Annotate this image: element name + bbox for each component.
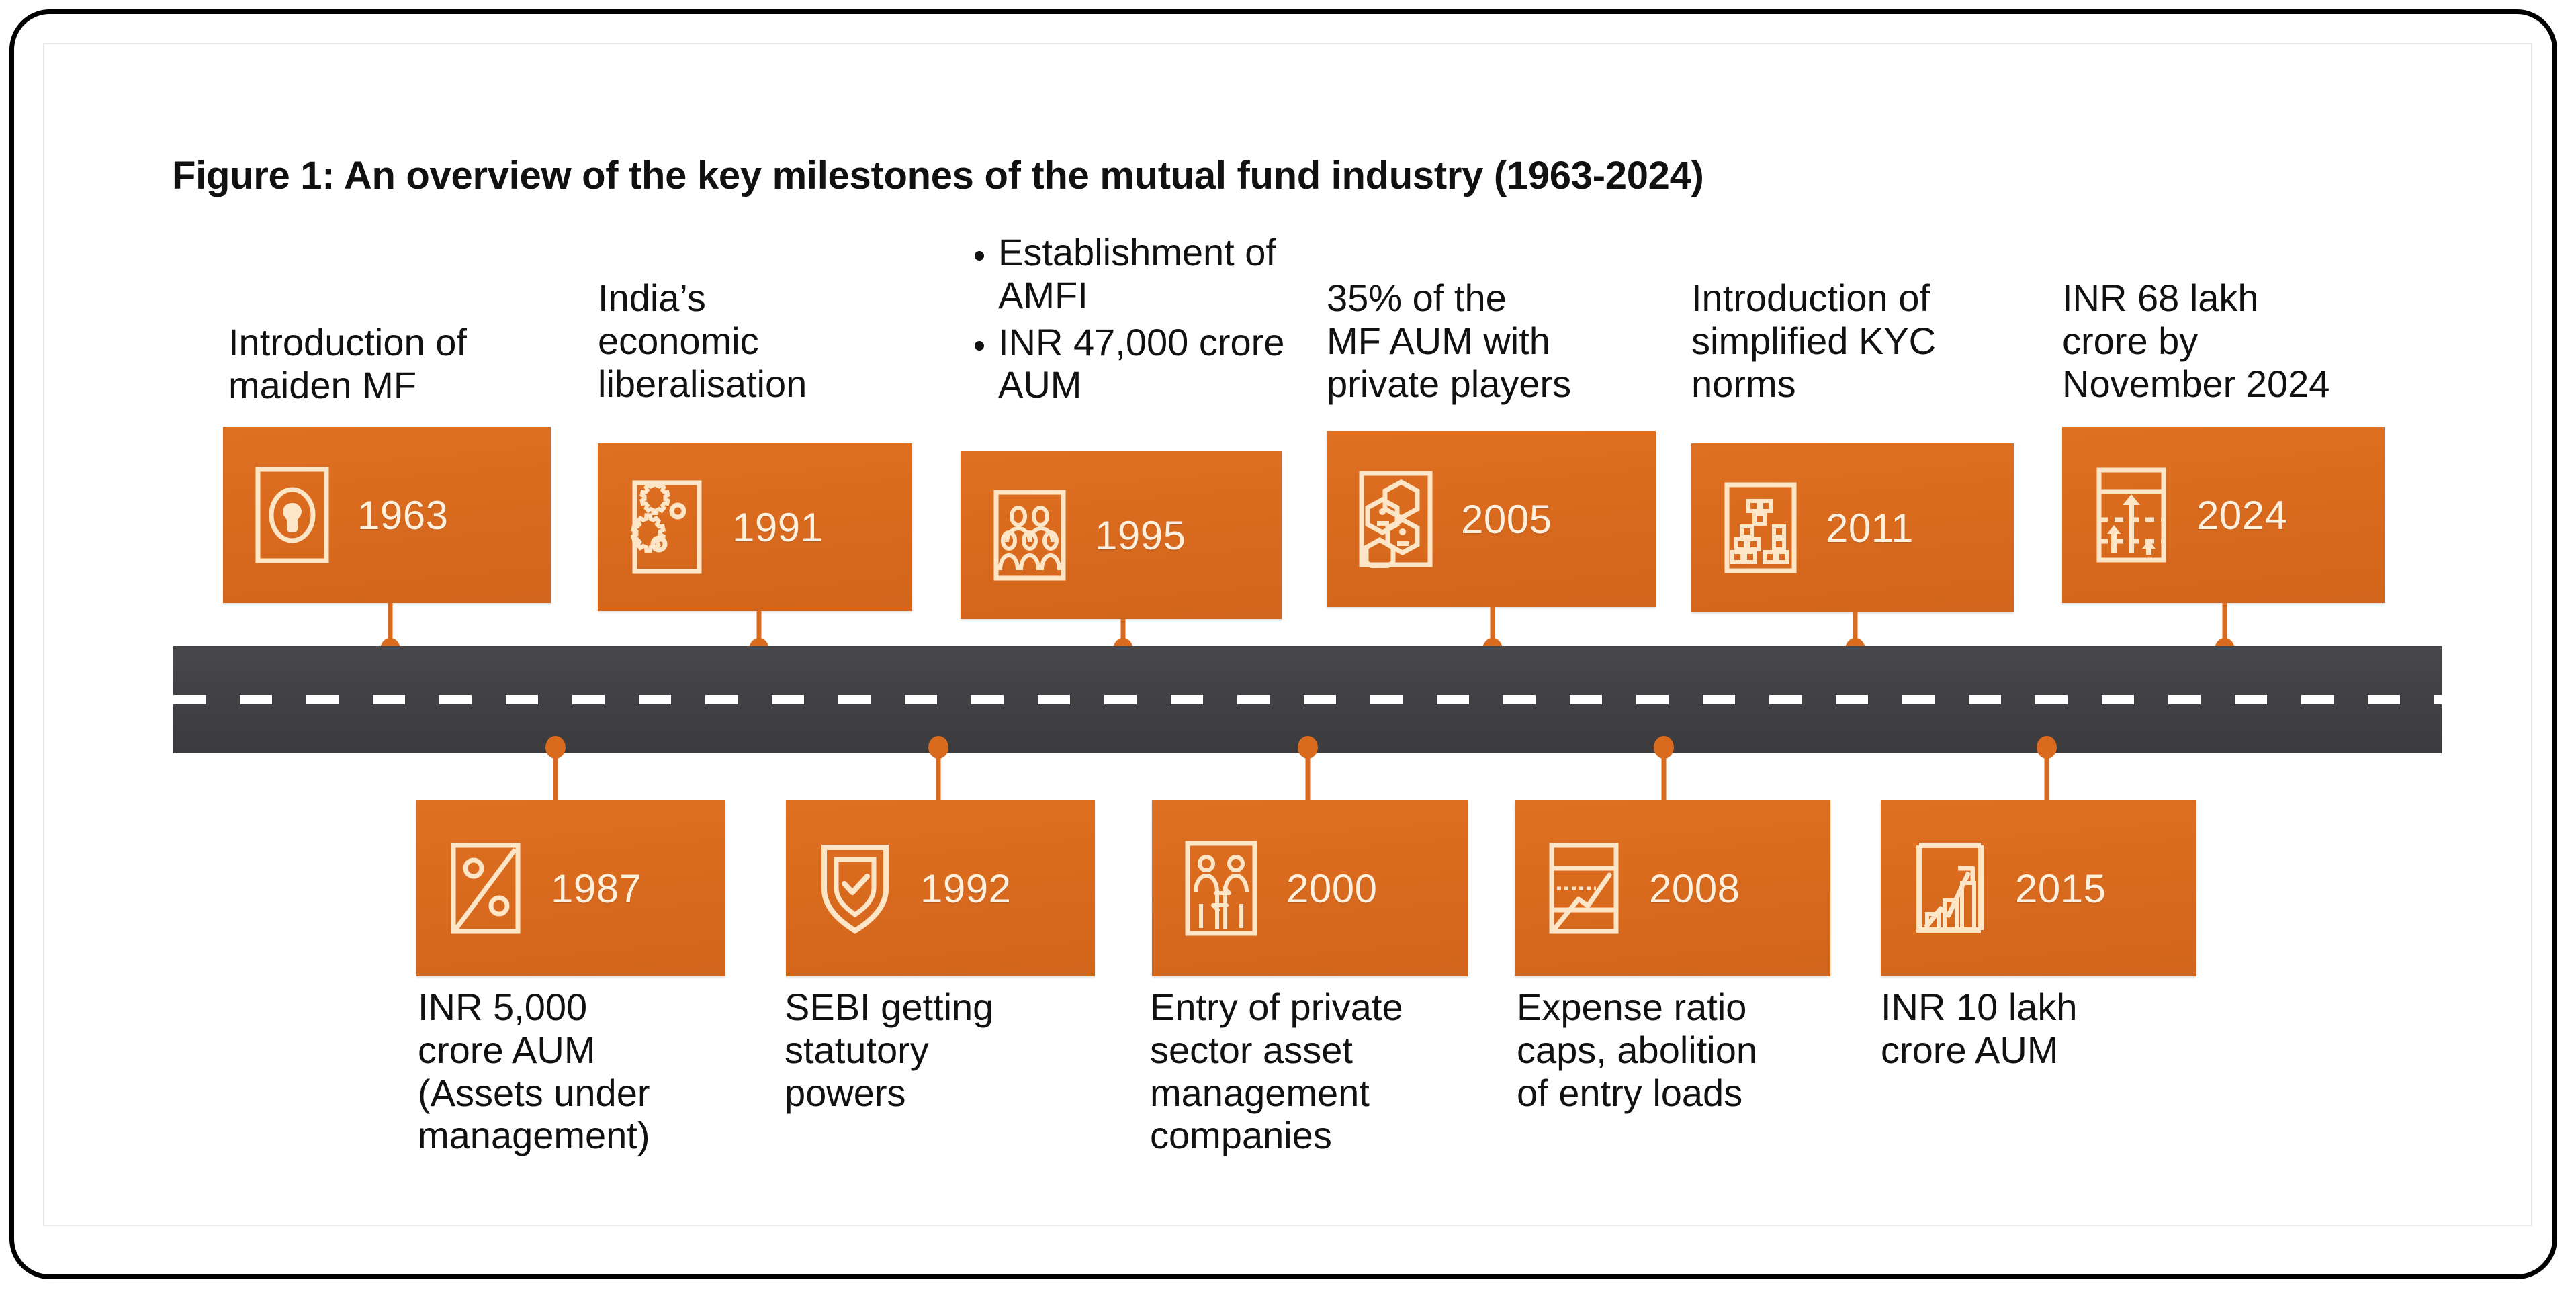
milestone-card-2024[interactable]: 2024: [2062, 427, 2385, 603]
milestone-card-1963[interactable]: 1963: [223, 427, 551, 603]
milestone-label-2005: 35% of the MF AUM with private players: [1327, 277, 1662, 405]
milestone-card-1992[interactable]: 1992: [786, 800, 1095, 976]
gears-icon: [627, 477, 707, 577]
milestone-label-2011: Introduction of simplified KYC norms: [1691, 277, 2027, 405]
milestone-label-2024: INR 68 lakh crore by November 2024: [2062, 277, 2425, 405]
qr-blocks-icon: [1721, 477, 1800, 578]
milestone-label-2015: INR 10 lakh crore AUM: [1881, 986, 2230, 1072]
connector-pin-1992: [927, 736, 950, 804]
milestone-year: 1991: [732, 504, 824, 550]
label-line: management): [418, 1114, 650, 1157]
milestone-year: 2005: [1461, 496, 1552, 542]
label-line: sector asset: [1150, 1028, 1353, 1071]
label-line: crore by: [2062, 319, 2199, 362]
label-line: private players: [1327, 362, 1572, 405]
milestone-label-1995: Establishment of AMFI INR 47,000 crore A…: [961, 231, 1323, 410]
label-line: SEBI getting: [785, 986, 994, 1028]
milestone-card-1991[interactable]: 1991: [598, 443, 912, 611]
milestone-label-1987: INR 5,000 crore AUM (Assets under manage…: [418, 986, 754, 1157]
label-line: November 2024: [2062, 362, 2330, 405]
percent-icon: [446, 838, 525, 939]
label-line: Introduction of: [1691, 277, 1930, 319]
label-line: caps, abolition: [1517, 1028, 1758, 1071]
label-line: India’s: [598, 277, 706, 319]
label-line: (Assets under: [418, 1071, 650, 1114]
label-line: liberalisation: [598, 362, 807, 405]
label-line: powers: [785, 1071, 906, 1114]
milestone-label-2000: Entry of private sector asset management…: [1150, 986, 1499, 1157]
figure-frame: [9, 9, 2557, 1279]
milestone-card-1995[interactable]: 1995: [961, 451, 1282, 619]
label-line: statutory: [785, 1028, 929, 1071]
label-line: 35% of the: [1327, 277, 1507, 319]
milestone-card-1987[interactable]: 1987: [416, 800, 725, 976]
label-line: INR 68 lakh: [2062, 277, 2259, 319]
milestone-card-2000[interactable]: 2000: [1152, 800, 1468, 976]
label-line: INR 5,000: [418, 986, 588, 1028]
milestone-year: 1992: [920, 866, 1012, 911]
label-bullet: Establishment of AMFI: [998, 231, 1323, 317]
label-line: Introduction of: [228, 321, 467, 363]
milestone-label-1963: Introduction of maiden MF: [228, 321, 544, 407]
milestone-year: 1987: [551, 866, 642, 911]
milestone-label-2008: Expense ratio caps, abolition of entry l…: [1517, 986, 1866, 1114]
milestone-year: 2011: [1826, 505, 1914, 551]
milestone-year: 2024: [2196, 492, 2288, 538]
timeline-road: [173, 646, 2442, 753]
connector-pin-2000: [1296, 736, 1319, 804]
connector-pin-2008: [1652, 736, 1675, 804]
shield-check-icon: [815, 838, 895, 939]
label-line: Entry of private: [1150, 986, 1403, 1028]
label-line: management: [1150, 1071, 1370, 1114]
milestone-label-1991: India’s economic liberalisation: [598, 277, 920, 405]
milestone-label-1992: SEBI getting statutory powers: [785, 986, 1120, 1114]
line-chart-icon: [1544, 838, 1624, 939]
honeycomb-icon: [1356, 469, 1435, 569]
bar-chart-growth-icon: [1910, 838, 1990, 939]
label-line: crore AUM: [418, 1028, 596, 1071]
label-line: norms: [1691, 362, 1796, 405]
growth-arrows-chart-icon: [2092, 465, 2171, 565]
people-group-icon: [990, 485, 1069, 586]
label-bullet: INR 47,000 crore AUM: [998, 321, 1323, 407]
milestone-card-2008[interactable]: 2008: [1515, 800, 1830, 976]
road-center-dashes: [173, 695, 2442, 704]
label-line: maiden MF: [228, 363, 417, 406]
milestone-card-2005[interactable]: 2005: [1327, 431, 1656, 607]
milestone-year: 1995: [1095, 512, 1186, 558]
milestone-card-2011[interactable]: 2011: [1691, 443, 2014, 612]
figure-inner-rule: [43, 43, 2532, 1226]
connector-pin-2015: [2035, 736, 2058, 804]
label-line: of entry loads: [1517, 1071, 1743, 1114]
milestone-year: 2008: [1649, 866, 1740, 911]
handshake-exchange-icon: [1182, 838, 1261, 939]
label-line: Expense ratio: [1517, 986, 1747, 1028]
connector-pin-1987: [544, 736, 567, 804]
label-line: INR 10 lakh: [1881, 986, 2078, 1028]
milestone-year: 2015: [2015, 866, 2106, 911]
label-line: companies: [1150, 1114, 1332, 1157]
figure-title: Figure 1: An overview of the key milesto…: [172, 154, 1704, 197]
label-line: MF AUM with: [1327, 319, 1550, 362]
milestone-year: 2000: [1286, 866, 1378, 911]
label-line: crore AUM: [1881, 1028, 2059, 1071]
milestone-card-2015[interactable]: 2015: [1881, 800, 2196, 976]
milestone-year: 1963: [357, 492, 449, 538]
label-line: simplified KYC: [1691, 319, 1937, 362]
label-line: economic: [598, 319, 759, 362]
lightbulb-icon: [253, 465, 332, 565]
